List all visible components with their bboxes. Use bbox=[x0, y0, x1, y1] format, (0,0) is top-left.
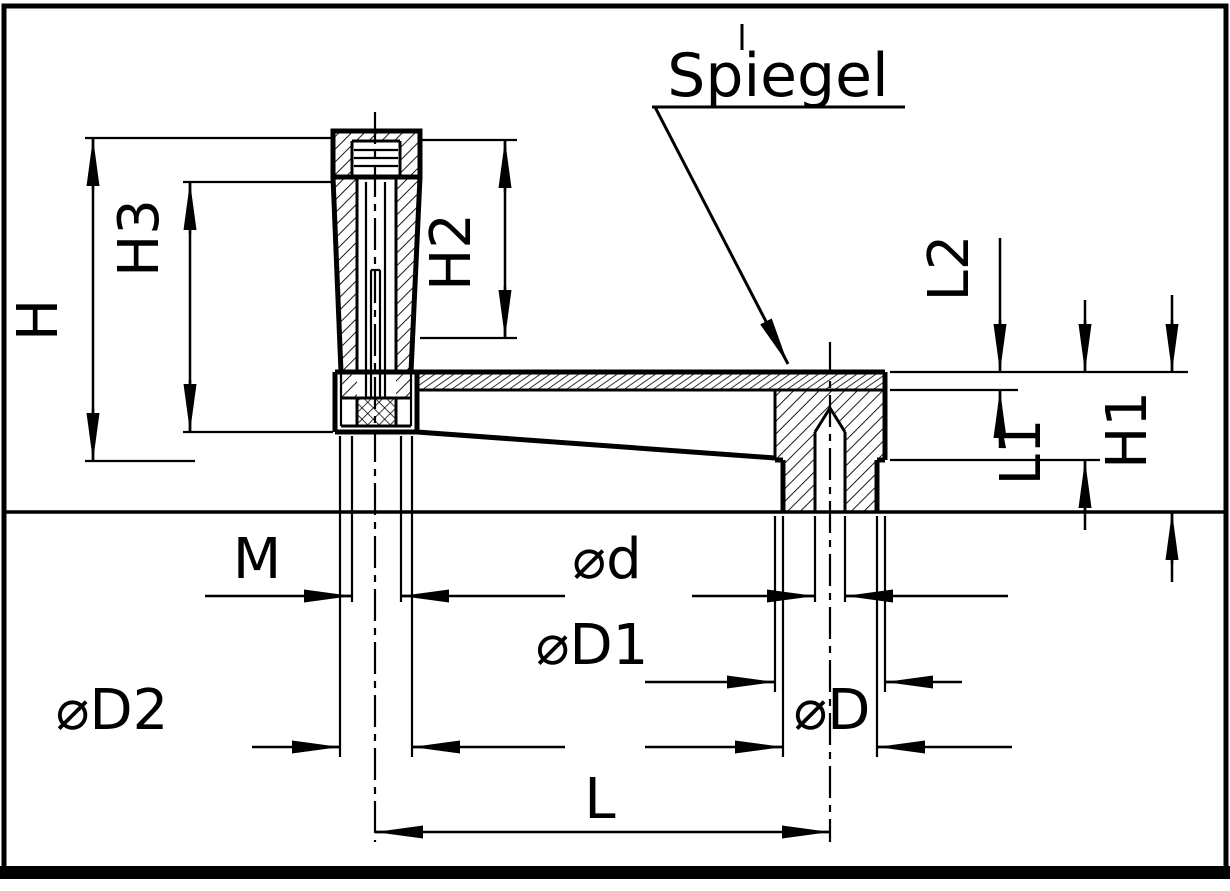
dim-label-d1: ⌀D1 bbox=[536, 613, 648, 678]
dim-label-h1: H1 bbox=[1095, 391, 1160, 469]
spiegel-label: Spiegel bbox=[667, 41, 888, 111]
dim-label-l: L bbox=[584, 767, 615, 832]
dimension-lines bbox=[86, 138, 1179, 839]
dim-label-d2: ⌀D2 bbox=[56, 678, 168, 743]
dim-label-h: H bbox=[6, 299, 71, 341]
spiegel-callout: Spiegel bbox=[652, 24, 905, 365]
hub bbox=[773, 372, 888, 512]
dim-label-m: M bbox=[233, 527, 281, 592]
dim-label-l1: L1 bbox=[989, 419, 1054, 486]
handle-grip bbox=[330, 128, 423, 435]
drawing-frame bbox=[0, 3, 1230, 879]
frame-bottom-bar bbox=[0, 866, 1230, 879]
dim-label-h2: H2 bbox=[419, 213, 484, 291]
dim-label-l2: L2 bbox=[917, 235, 982, 302]
dimension-labels: H H3 H2 L2 L1 H1 M ⌀d ⌀D1 ⌀D2 ⌀D L bbox=[6, 199, 1160, 832]
dim-label-dd: ⌀D bbox=[794, 678, 871, 743]
dim-label-h3: H3 bbox=[107, 199, 172, 277]
dim-label-d: ⌀d bbox=[572, 527, 641, 592]
centerlines bbox=[373, 112, 832, 842]
crank-arm bbox=[335, 369, 885, 461]
